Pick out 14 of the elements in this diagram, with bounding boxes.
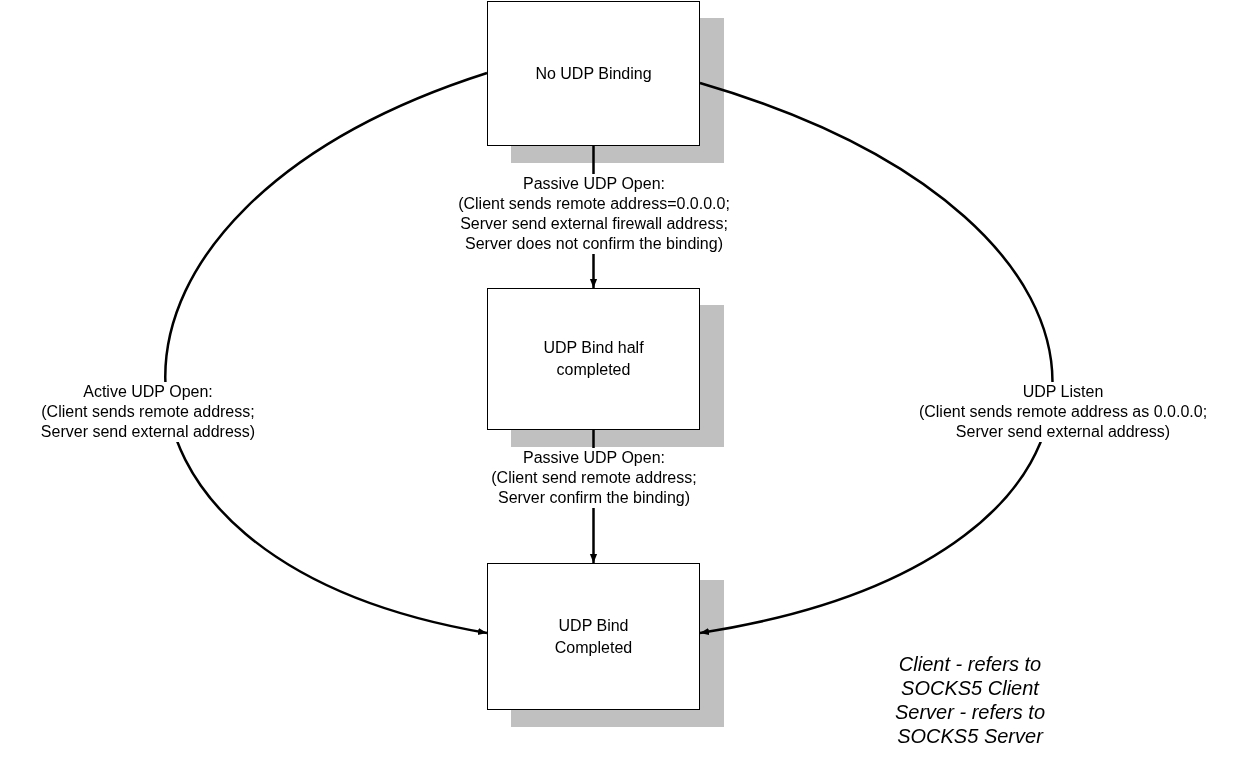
- note-text: Client - refers to SOCKS5 Client: [897, 652, 1043, 700]
- state-name: UDP Bind Completed: [553, 615, 634, 658]
- state-name: No UDP Binding: [535, 63, 652, 84]
- state-box: [487, 563, 700, 710]
- edge-label: Active UDP Open: (Client sends remote address; Server send external address): [40, 382, 256, 442]
- edge-label: Passive UDP Open: (Client send remote address; Server confirm the binding): [491, 448, 697, 508]
- edge-label: Passive UDP Open: (Client sends remote address=0.0.0.0; Server send external firewall address; Server does not confirm the binding): [458, 174, 730, 254]
- state-name: UDP Bind half completed: [542, 338, 645, 380]
- state-box: [487, 1, 700, 146]
- note-text: Server - refers to SOCKS5 Server: [893, 700, 1046, 748]
- state-box: [487, 288, 700, 430]
- arrow: [164, 71, 488, 635]
- edge-label: UDP Listen (Client sends remote address as 0.0.0.0; Server send external address): [918, 382, 1208, 442]
- arrow: [699, 81, 1054, 635]
